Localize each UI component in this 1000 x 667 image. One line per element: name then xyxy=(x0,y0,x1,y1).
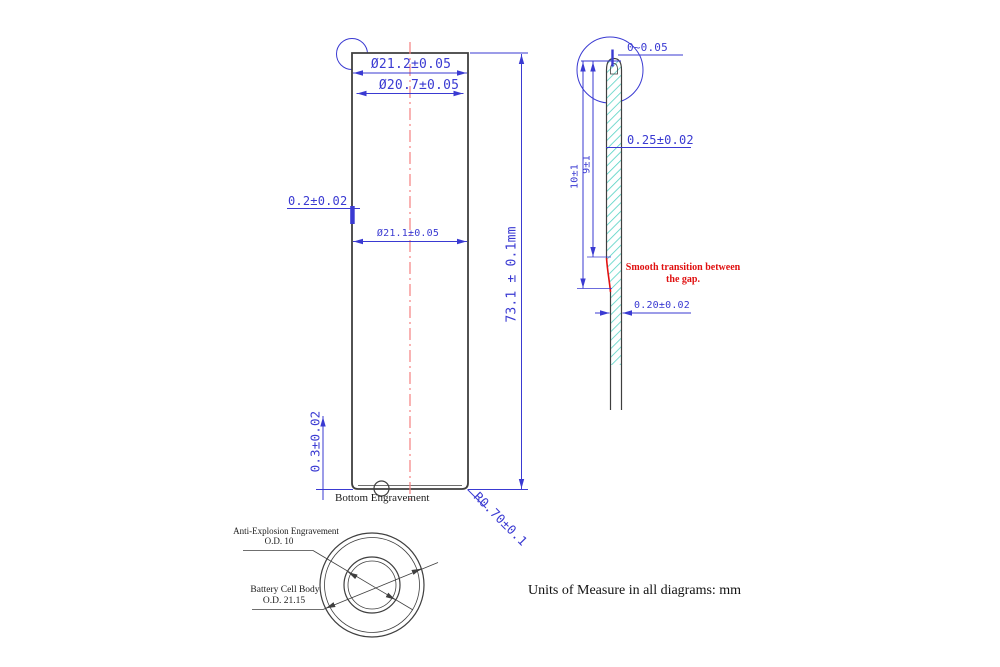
dim-depth-inner-lines xyxy=(587,61,611,258)
dim-height-lines xyxy=(468,52,528,490)
bottom-engravement-label: Bottom Engravement xyxy=(335,492,430,504)
units-note: Units of Measure in all diagrams: mm xyxy=(528,583,742,598)
detail-view xyxy=(576,36,691,410)
corner-radius-leader xyxy=(467,489,487,509)
bottom-view xyxy=(243,532,439,638)
dim-wall-thickness: 0.2±0.02 xyxy=(288,194,348,208)
dim-wall-thickness-leader xyxy=(287,206,360,224)
dim-dia-crimp: Ø21.2±0.05 xyxy=(370,57,452,72)
dim-upper-wall: 0.25±0.02 xyxy=(627,133,694,147)
dim-depth-inner: 9±1 xyxy=(581,154,593,174)
engravement-circles xyxy=(343,556,401,614)
dim-gap-lines xyxy=(581,49,683,67)
body-label: Battery Cell Body xyxy=(250,585,320,595)
dim-depth-outer-lines xyxy=(577,61,612,289)
note-line2: the gap. xyxy=(666,273,700,285)
dim-dia-body: Ø21.1±0.05 xyxy=(376,228,440,239)
dim-bottom-thickness: 0.3±0.02 xyxy=(307,410,323,472)
engravement-od: O.D. 10 xyxy=(264,536,294,546)
note-line1: Smooth transition between xyxy=(625,262,741,273)
engravement-label: Anti-Explosion Engravement xyxy=(233,526,339,536)
can-wall-section xyxy=(605,57,623,410)
dim-height: 73.1 ± 0.1mm xyxy=(504,225,520,323)
smooth-transition-curve xyxy=(605,257,612,293)
leader-body xyxy=(252,562,439,610)
front-view xyxy=(287,38,528,509)
dim-dia-inner-top: Ø20.7±0.05 xyxy=(378,78,460,93)
leader-engravement xyxy=(243,550,414,611)
dim-lower-wall: 0.20±0.02 xyxy=(634,300,690,311)
smooth-transition-note: Smooth transition between the gap. xyxy=(620,262,746,285)
bottom-engravement-circle xyxy=(373,480,390,497)
dim-gap-tolerance: 0~0.05 xyxy=(627,41,668,54)
body-circles xyxy=(319,532,425,638)
dim-bottom-thickness-lines xyxy=(316,416,353,500)
body-od: O.D. 21.15 xyxy=(262,596,306,606)
